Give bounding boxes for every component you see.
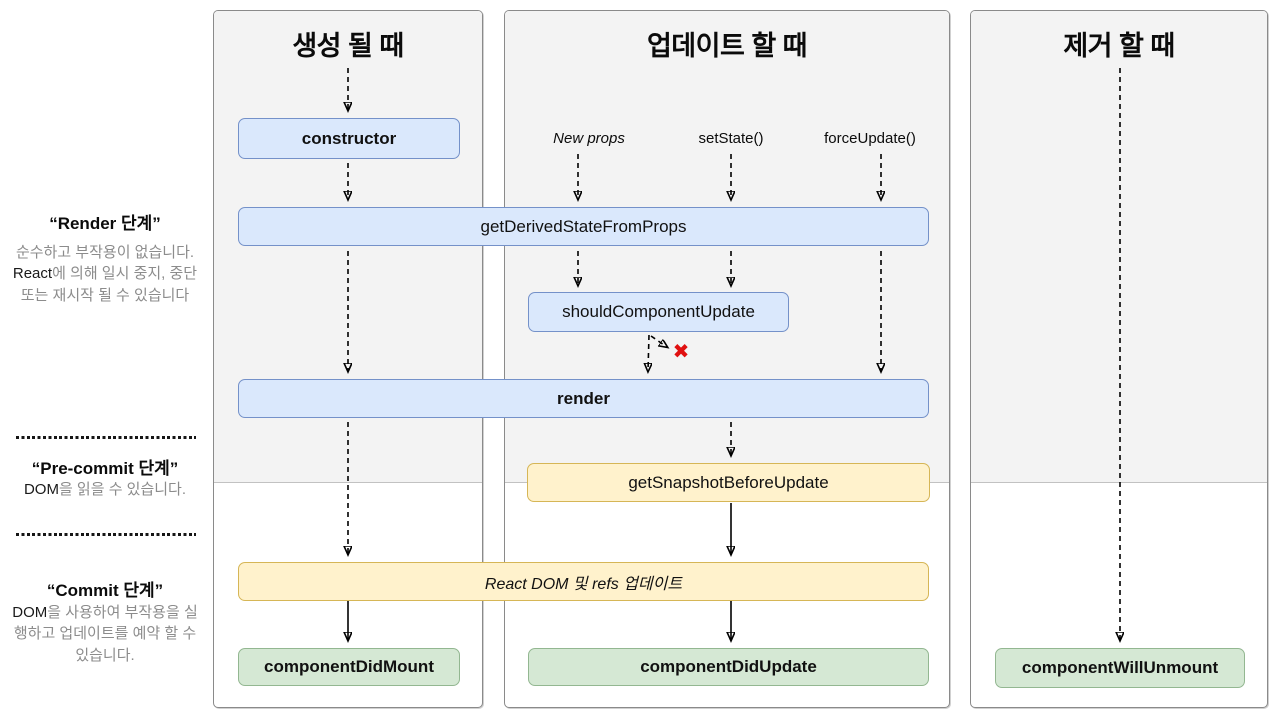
node-componentwillunmount[interactable]: componentWillUnmount [995,648,1245,688]
render-phase-shading-unmount [971,11,1267,483]
node-componentdidupdate[interactable]: componentDidUpdate [528,648,929,686]
panel-updating [504,10,950,708]
node-shouldcomponentupdate[interactable]: shouldComponentUpdate [528,292,789,332]
cancel-x-icon: ✖ [672,341,690,363]
panel-mounting [213,10,483,708]
column-title-unmounting: 제거 할 때 [1063,31,1175,61]
phase-divider-bottom [16,533,196,536]
node-getsnapshotbeforeupdate[interactable]: getSnapshotBeforeUpdate [527,463,930,502]
phase-desc-commit: DOM을 사용하여 부작용을 실행하고 업데이트를 예약 할 수 있습니다. [12,604,198,664]
phase-desc-pre-commit: DOM을 읽을 수 있습니다. [23,481,187,498]
node-react-dom-refs-update: React DOM 및 refs 업데이트 [238,562,929,601]
phase-title-pre-commit: “Pre-commit 단계” [31,459,179,478]
panel-unmounting [970,10,1268,708]
trigger-new-props: New props [553,130,625,147]
phase-title-render: “Render 단계” [49,214,161,233]
node-getderivedstatefromprops[interactable]: getDerivedStateFromProps [238,207,929,246]
node-componentdidmount[interactable]: componentDidMount [238,648,460,686]
trigger-set-state: setState() [698,130,764,147]
node-constructor[interactable]: constructor [238,118,460,159]
phase-title-commit: “Commit 단계” [46,581,164,600]
trigger-force-update: forceUpdate() [824,130,916,147]
node-render[interactable]: render [238,379,929,418]
phase-divider-top [16,436,196,439]
column-title-mounting: 생성 될 때 [292,31,404,61]
column-title-updating: 업데이트 할 때 [646,31,808,61]
phase-desc-render: 순수하고 부작용이 없습니다. React에 의해 일시 중지, 중단 또는 재… [12,244,198,304]
